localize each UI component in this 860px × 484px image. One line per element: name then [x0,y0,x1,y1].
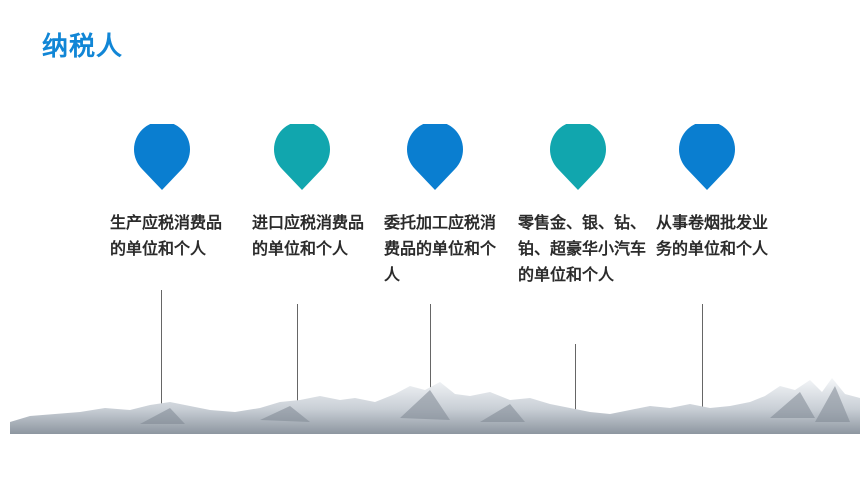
stem-line-2 [297,304,298,404]
item-text-4: 零售金、银、钻、铂、超豪华小汽车的单位和个人 [518,213,647,284]
pin-marker-2 [273,124,331,190]
stem-line-5 [702,304,703,416]
item-text-1: 生产应税消费品的单位和个人 [110,213,223,258]
mountain-range-image [10,372,860,434]
pin-shape [134,124,190,190]
pin-shape [274,124,330,190]
pin-marker-1 [133,124,191,190]
item-text-3: 委托加工应税消费品的单位和个人 [384,213,497,284]
pin-marker-4 [549,124,607,190]
mountain-shadow-streaks [140,386,850,424]
pin-marker-3 [406,124,464,190]
stem-line-4 [575,344,576,420]
pin-shape [407,124,463,190]
item-text-2: 进口应税消费品的单位和个人 [252,213,365,258]
stem-line-1 [161,290,162,414]
pin-marker-5 [678,124,736,190]
item-text-5: 从事卷烟批发业务的单位和个人 [656,213,769,258]
pin-shape [679,124,735,190]
stem-line-3 [430,304,431,394]
pin-shape [550,124,606,190]
slide-title: 纳税人 [42,32,124,62]
